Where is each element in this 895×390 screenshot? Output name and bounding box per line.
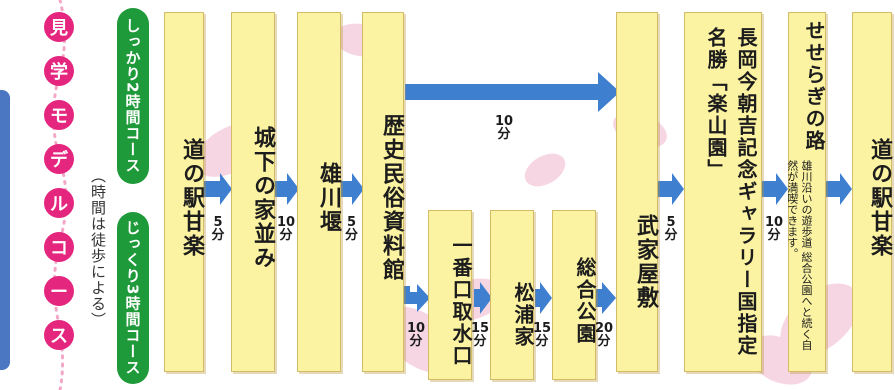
stop-jokamachi: 城下の家並み <box>231 12 276 372</box>
title-char: ス <box>44 320 74 350</box>
stop-michi-no-eki-end: 道の駅甘楽 <box>852 12 893 372</box>
time-value: 10 <box>406 321 426 336</box>
stop-matsuura-ke: 松浦家 <box>490 210 535 380</box>
course-label-3h: じっくり3時間コース <box>117 212 149 384</box>
time-label: 10 分 <box>403 322 429 348</box>
time-label: 15 分 <box>531 322 553 348</box>
course-label-2h: しっかり2時間コース <box>117 8 149 184</box>
arrow-right <box>596 282 616 314</box>
time-label: 10 分 <box>490 115 518 141</box>
arrow-right <box>474 282 492 314</box>
time-unit: 分 <box>597 334 611 349</box>
arrow-right <box>826 173 852 205</box>
time-unit: 分 <box>344 228 358 243</box>
title-char: 学 <box>44 56 74 86</box>
time-value: 15 <box>532 321 552 336</box>
time-value: 20 <box>594 321 614 336</box>
arrow-right <box>658 173 684 205</box>
arrow-down-right <box>402 284 430 312</box>
time-value: 10 <box>276 215 296 230</box>
arrow-right <box>204 173 232 205</box>
stop-sogo-koen: 総合公園 <box>552 210 597 380</box>
stop-buke-yashiki: 武家屋敷 <box>616 12 659 372</box>
time-unit: 分 <box>473 334 487 349</box>
time-value: 5 <box>346 215 357 230</box>
time-unit: 分 <box>535 334 549 349</box>
stop-gallery: 長岡今朝吉記念ギャラリー国指定名勝「楽山園」 <box>684 12 762 372</box>
arrow-right <box>762 173 788 205</box>
title-char: 見 <box>44 12 74 42</box>
stop-ichiban-guchi: 一番口取水口 <box>428 210 473 380</box>
left-accent-rail <box>0 90 10 370</box>
time-label: 5 分 <box>339 216 364 242</box>
title-char: コ <box>44 232 74 262</box>
time-value: 15 <box>470 321 490 336</box>
time-unit: 分 <box>767 228 781 243</box>
time-value: 10 <box>494 114 514 129</box>
title-char: ー <box>44 276 74 306</box>
time-label: 15 分 <box>469 322 491 348</box>
time-unit: 分 <box>279 228 293 243</box>
time-unit: 分 <box>211 228 225 243</box>
time-label: 20 分 <box>592 322 616 348</box>
time-unit: 分 <box>664 228 678 243</box>
seseragi-note: 雄川沿いの遊歩道 総合公園へと続く自然が満喫できます。 <box>785 160 813 351</box>
time-value: 5 <box>666 215 676 230</box>
time-unit: 分 <box>497 127 511 142</box>
time-label: 10 分 <box>760 216 788 242</box>
stop-michi-no-eki-start: 道の駅甘楽 <box>164 12 205 372</box>
stop-rekishi-minzoku: 歴史民俗資料館 <box>362 12 405 372</box>
stop-seseragi-box <box>788 12 826 372</box>
arrow-right <box>341 173 364 205</box>
time-value: 10 <box>764 215 784 230</box>
arrow-bypass <box>405 72 620 112</box>
title-char: モ <box>44 100 74 130</box>
arrow-right <box>275 173 299 205</box>
title-char: デ <box>44 144 74 174</box>
arrow-right <box>535 282 552 314</box>
time-unit: 分 <box>409 334 423 349</box>
time-value: 5 <box>213 215 223 230</box>
title-note: （時間は徒歩による） <box>89 168 107 328</box>
stop-seseragi: せせらぎの路 <box>802 20 826 152</box>
time-label: 5 分 <box>658 216 684 242</box>
time-label: 10 分 <box>273 216 299 242</box>
stop-ogawa-zeki: 雄川堰 <box>297 12 342 372</box>
title-char: ル <box>44 188 74 218</box>
time-label: 5 分 <box>204 216 232 242</box>
